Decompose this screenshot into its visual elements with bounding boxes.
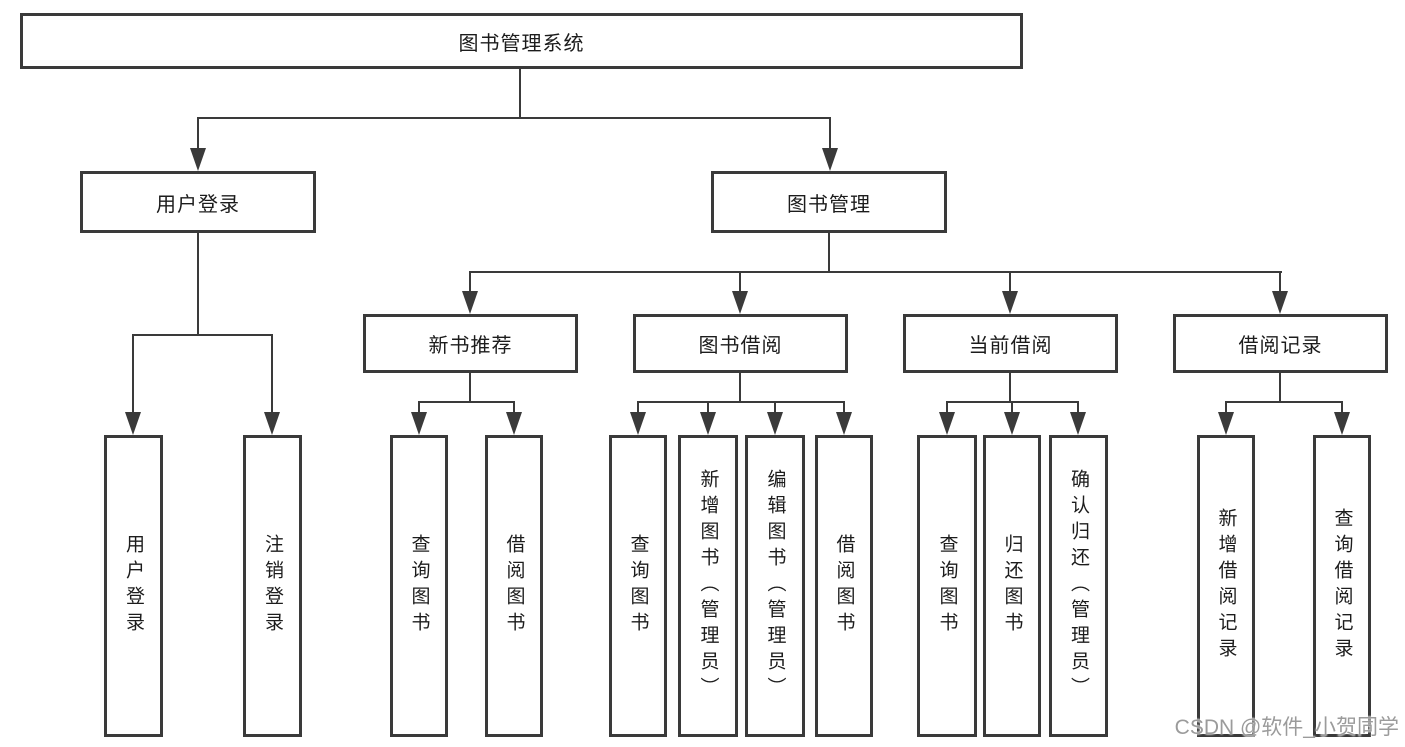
v-line	[1077, 401, 1079, 415]
arrow-down-icon	[1272, 291, 1288, 314]
node-user-login: 用户登录	[80, 171, 316, 233]
arrow-down-icon	[1004, 412, 1020, 435]
node-book-borrow: 图书借阅	[633, 314, 848, 373]
leaf-records-query-record: 查询借阅记录	[1313, 435, 1371, 737]
leaf-logout-label: 注销登录	[262, 534, 283, 638]
h-line	[469, 271, 1282, 273]
arrow-down-icon	[732, 291, 748, 314]
v-line	[739, 372, 741, 403]
h-line	[197, 117, 831, 119]
v-line	[519, 66, 521, 119]
leaf-current-query-book-label: 查询图书	[936, 534, 958, 638]
arrow-down-icon	[264, 412, 280, 435]
leaf-current-confirm-return-admin: 确认归还（管理员）	[1049, 435, 1108, 737]
arrow-down-icon	[767, 412, 783, 435]
v-line	[1009, 271, 1011, 295]
v-line	[197, 232, 199, 336]
arrow-down-icon	[411, 412, 427, 435]
v-line	[707, 401, 709, 415]
arrow-down-icon	[822, 148, 838, 171]
node-book-management-label: 图书管理	[787, 193, 871, 216]
arrow-down-icon	[1334, 412, 1350, 435]
arrow-down-icon	[700, 412, 716, 435]
v-line	[774, 401, 776, 415]
node-book-management: 图书管理	[711, 171, 947, 233]
v-line	[1225, 401, 1227, 415]
leaf-borrow-add-book-admin-label: 新增图书（管理员）	[697, 469, 719, 703]
leaf-current-confirm-return-admin-label: 确认归还（管理员）	[1068, 469, 1089, 703]
v-line	[1011, 401, 1013, 415]
v-line	[1279, 271, 1281, 295]
leaf-borrow-edit-book-admin-label: 编辑图书（管理员）	[764, 469, 786, 703]
v-line	[946, 401, 948, 415]
v-line	[843, 401, 845, 415]
node-new-book-recommend: 新书推荐	[363, 314, 578, 373]
arrow-down-icon	[836, 412, 852, 435]
arrow-down-icon	[1218, 412, 1234, 435]
leaf-current-query-book: 查询图书	[917, 435, 977, 737]
node-borrow-records-label: 借阅记录	[1238, 335, 1323, 357]
leaf-borrow-borrow-book: 借阅图书	[815, 435, 873, 737]
v-line	[469, 372, 471, 403]
h-line	[418, 401, 515, 403]
v-line	[828, 232, 830, 273]
v-line	[418, 401, 420, 415]
h-line	[132, 334, 273, 336]
v-line	[132, 334, 134, 415]
node-current-borrow: 当前借阅	[903, 314, 1118, 373]
leaf-user-login-label: 用户登录	[123, 534, 144, 638]
h-line	[1225, 401, 1343, 403]
h-line	[637, 401, 845, 403]
leaf-recommend-borrow-book: 借阅图书	[485, 435, 543, 737]
v-line	[637, 401, 639, 415]
leaf-recommend-borrow-book-label: 借阅图书	[503, 534, 525, 638]
v-line	[1279, 372, 1281, 403]
node-root-label: 图书管理系统	[458, 32, 585, 55]
leaf-records-query-record-label: 查询借阅记录	[1331, 508, 1353, 664]
leaf-records-add-record-label: 新增借阅记录	[1215, 508, 1237, 664]
v-line	[739, 271, 741, 295]
node-new-book-recommend-label: 新书推荐	[428, 335, 513, 357]
v-line	[1009, 372, 1011, 403]
leaf-borrow-query-book: 查询图书	[609, 435, 667, 737]
node-book-borrow-label: 图书借阅	[698, 335, 783, 357]
node-root: 图书管理系统	[20, 13, 1023, 69]
csdn-watermark: CSDN @软件_小贺同学	[1174, 716, 1399, 739]
arrow-down-icon	[1070, 412, 1086, 435]
v-line	[829, 117, 831, 153]
leaf-borrow-edit-book-admin: 编辑图书（管理员）	[745, 435, 805, 737]
leaf-recommend-query-book: 查询图书	[390, 435, 448, 737]
arrow-down-icon	[939, 412, 955, 435]
leaf-current-return-book: 归还图书	[983, 435, 1041, 737]
v-line	[271, 334, 273, 415]
node-user-login-label: 用户登录	[156, 193, 240, 216]
leaf-borrow-add-book-admin: 新增图书（管理员）	[678, 435, 738, 737]
arrow-down-icon	[1002, 291, 1018, 314]
v-line	[469, 271, 471, 295]
node-current-borrow-label: 当前借阅	[968, 335, 1053, 357]
leaf-user-login: 用户登录	[104, 435, 163, 737]
arrow-down-icon	[125, 412, 141, 435]
v-line	[1341, 401, 1343, 415]
leaf-current-return-book-label: 归还图书	[1001, 534, 1023, 638]
arrow-down-icon	[462, 291, 478, 314]
arrow-down-icon	[190, 148, 206, 171]
v-line	[513, 401, 515, 415]
leaf-borrow-query-book-label: 查询图书	[627, 534, 649, 638]
leaf-recommend-query-book-label: 查询图书	[408, 534, 430, 638]
leaf-borrow-borrow-book-label: 借阅图书	[833, 534, 855, 638]
v-line	[197, 117, 199, 153]
node-borrow-records: 借阅记录	[1173, 314, 1388, 373]
arrow-down-icon	[630, 412, 646, 435]
leaf-records-add-record: 新增借阅记录	[1197, 435, 1255, 737]
leaf-logout: 注销登录	[243, 435, 302, 737]
arrow-down-icon	[506, 412, 522, 435]
